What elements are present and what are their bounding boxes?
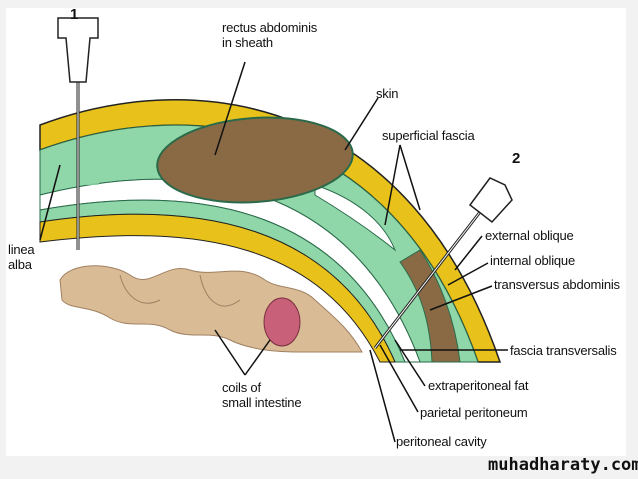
extraperitoneal-fat-layer (39, 213, 396, 363)
white-cleft (314, 184, 397, 252)
linea-alba (44, 150, 99, 185)
needle-1-hub (57, 17, 99, 83)
label-skin: skin (376, 86, 399, 101)
label-extraperitoneal-fat: extraperitoneal fat (428, 378, 529, 393)
label-linea-line2: alba (8, 257, 32, 272)
rectus-abdominis (156, 116, 354, 204)
label-linea-line1: linea (8, 242, 35, 257)
watermark: muhadharaty.com (488, 455, 638, 475)
label-fascia-transversalis: fascia transversalis (510, 343, 617, 358)
label-coils-line1: coils of (222, 380, 261, 395)
bowel-lumen (263, 297, 301, 347)
label-coils-line2: small intestine (222, 395, 302, 410)
needle-2-number: 2 (512, 150, 521, 167)
label-rectus-line2: in sheath (222, 35, 273, 50)
label-superficial-fascia: superficial fascia (382, 128, 475, 143)
label-peritoneal-cavity: peritoneal cavity (396, 434, 487, 449)
label-rectus-line1: rectus abdominis (222, 20, 318, 35)
needle-1-number: 1 (70, 6, 79, 23)
label-internal-oblique: internal oblique (490, 253, 575, 268)
label-external-oblique: external oblique (485, 228, 574, 243)
needle-2-hub (468, 177, 513, 224)
label-parietal-peritoneum: parietal peritoneum (420, 405, 528, 420)
label-transversus-abdominis: transversus abdominis (494, 277, 620, 292)
leader-lines (39, 61, 508, 443)
